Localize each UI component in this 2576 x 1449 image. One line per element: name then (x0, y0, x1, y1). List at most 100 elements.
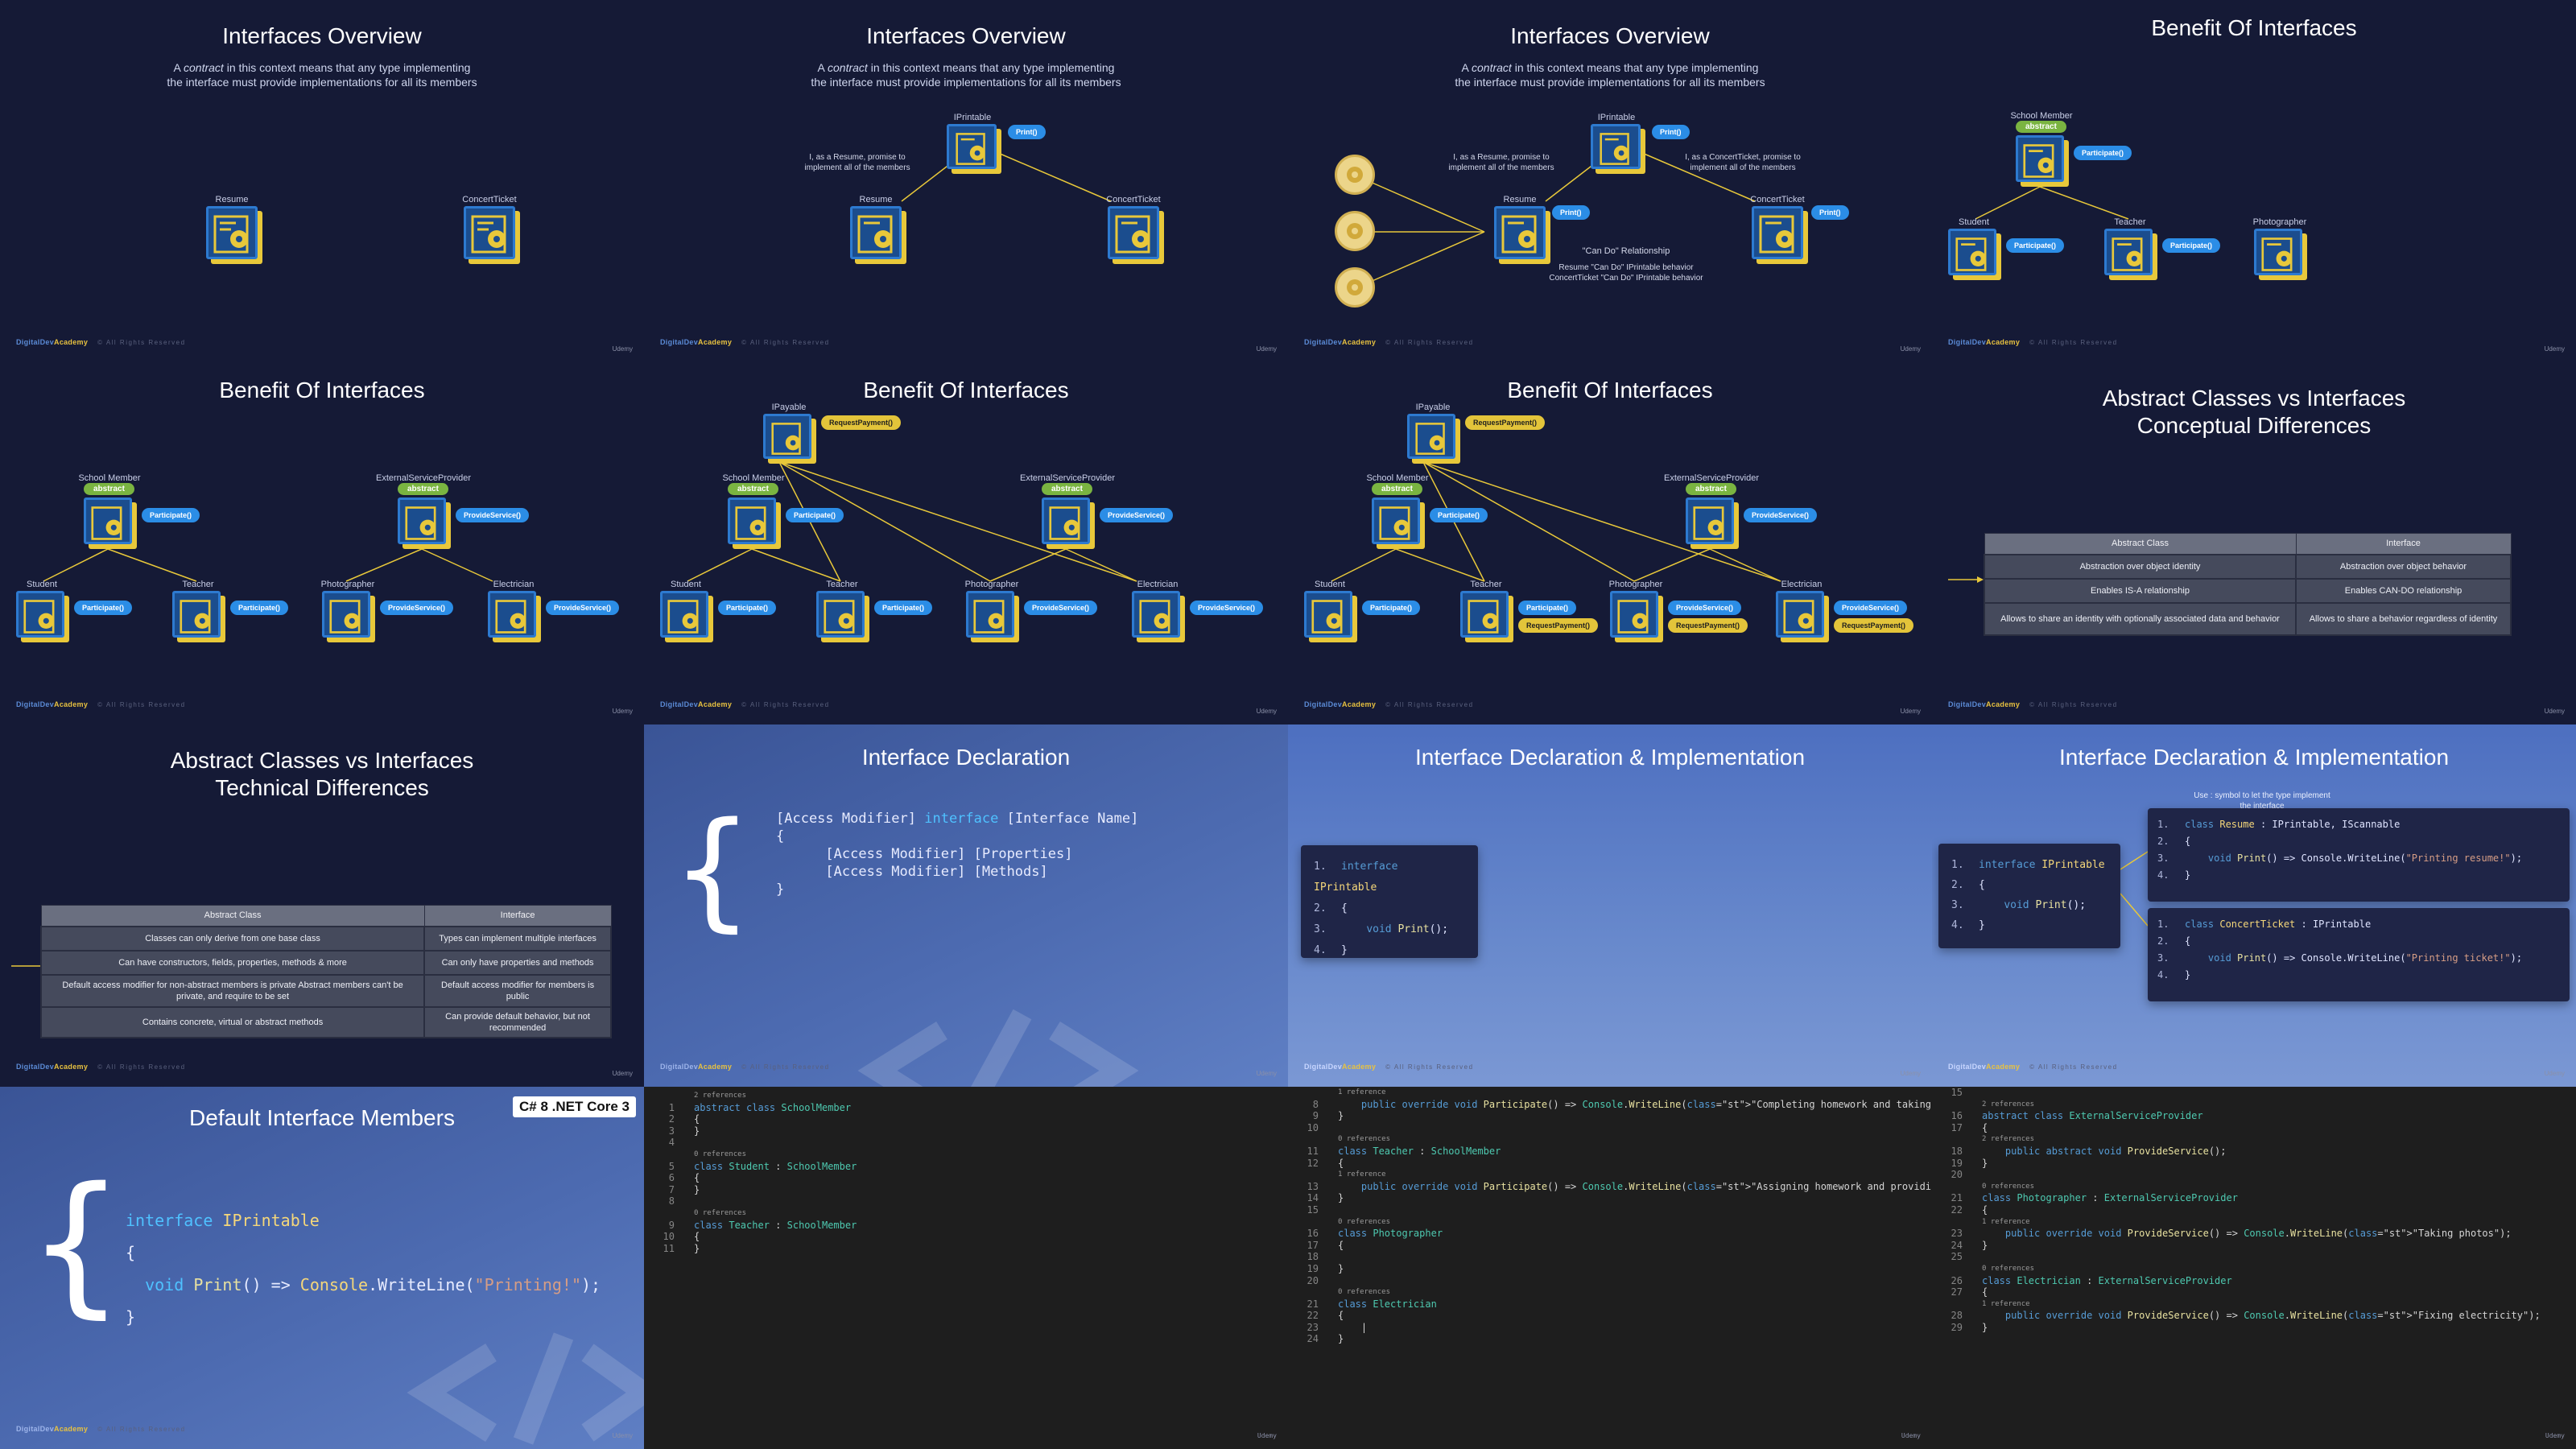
footer-brand: DigitalDevAcademy© All Rights Reserved (660, 700, 830, 708)
codelens-reference[interactable]: 0 references (644, 1208, 1288, 1220)
table-row: Classes can only derive from one base cl… (39, 925, 612, 952)
slide-interfaces-overview-3[interactable]: Interfaces Overview A contract in this c… (1288, 0, 1932, 362)
reference-count[interactable]: 0 references (694, 1150, 747, 1158)
code-line: 15 (1288, 1204, 1932, 1216)
node-resume: Resume (850, 195, 902, 259)
document-gear-icon (973, 600, 1005, 634)
udemy-logo: Udemy (2544, 708, 2565, 715)
document-gear-icon (824, 600, 855, 634)
reference-count[interactable]: 0 references (1338, 1135, 1391, 1144)
code-watermark-icon (857, 1009, 1139, 1087)
slide-title-line2: Conceptual Differences (2136, 413, 2372, 438)
reference-count[interactable]: 1 reference (1982, 1217, 2030, 1226)
node-iprintable: IPrintable (947, 113, 997, 169)
reference-count[interactable]: 1 reference (1982, 1299, 2030, 1308)
line-number: 27 (1951, 1286, 1963, 1298)
slide-benefit-of-interfaces-2[interactable]: Benefit Of Interfaces School Member abst… (0, 362, 644, 724)
udemy-logo: Udemy (1256, 708, 1277, 715)
declaration-line1: [Access Modifier] interface [Interface N… (776, 811, 1139, 827)
udemy-logo: Udemy (2544, 345, 2565, 353)
slide-title: Interfaces Overview (866, 23, 1066, 48)
udemy-logo: Udemy (1256, 1070, 1277, 1077)
node-teacher: Teacher (816, 580, 865, 638)
footer-brand: DigitalDevAcademy© All Rights Reserved (16, 1063, 186, 1071)
slide-interface-impl-2[interactable]: Interface Declaration & Implementation U… (1932, 724, 2576, 1087)
reference-count[interactable]: 2 references (1982, 1100, 2035, 1108)
code-line: 25 (1932, 1251, 2576, 1263)
codelens-reference[interactable]: 2 references (1932, 1133, 2576, 1146)
reference-count[interactable]: 0 references (1982, 1264, 2035, 1273)
method-pill-requestpayment-teacher: RequestPayment() (1518, 618, 1599, 633)
reference-count[interactable]: 2 references (1982, 1135, 2035, 1144)
code-text: { (1982, 1286, 1988, 1298)
node-student: Student (660, 580, 708, 638)
code-line: 17{ (1932, 1122, 2576, 1134)
codelens-reference[interactable]: 1 reference (1288, 1087, 1932, 1099)
codelens-reference[interactable]: 1 reference (1932, 1216, 2576, 1228)
codelens-reference[interactable]: 0 references (1932, 1263, 2576, 1275)
method-pill-participate-student: Participate() (718, 601, 777, 615)
document-gear-icon (23, 600, 55, 634)
code-line: 6{ (644, 1172, 1288, 1184)
code-line: 13 public override void Participate() =>… (1288, 1181, 1932, 1193)
line-number: 18 (1307, 1251, 1319, 1263)
slide-interface-declaration[interactable]: Interface Declaration { [Access Modifier… (644, 724, 1288, 1087)
slide-default-interface-members[interactable]: C# 8 .NET Core 3 Default Interface Membe… (0, 1087, 644, 1449)
codelens-reference[interactable]: 0 references (1288, 1286, 1932, 1298)
table-cell: Allows to share an identity with optiona… (1983, 601, 2297, 636)
node-schoolmember: School Member (722, 473, 785, 544)
codelens-reference[interactable]: 0 references (644, 1149, 1288, 1161)
footer-brand: DigitalDevAcademy© All Rights Reserved (16, 1425, 186, 1433)
code-text: public override void ProvideService() =>… (2004, 1228, 2512, 1240)
code-text: } (1982, 1239, 1988, 1251)
line-number: 10 (1307, 1121, 1319, 1133)
code-watermark-icon (407, 1332, 644, 1445)
slide-interfaces-overview-2[interactable]: Interfaces Overview A contract in this c… (644, 0, 1288, 362)
reference-count[interactable]: 0 references (1338, 1288, 1391, 1297)
codelens-reference[interactable]: 0 references (1288, 1216, 1932, 1228)
code-line: 20 (1932, 1169, 2576, 1181)
slide-benefit-of-interfaces-4[interactable]: Benefit Of Interfaces IPayable RequestPa… (1288, 362, 1932, 724)
line-number: 15 (1307, 1203, 1319, 1216)
codelens-reference[interactable]: 2 references (1932, 1099, 2576, 1111)
reference-count[interactable]: 0 references (1338, 1217, 1391, 1226)
codelens-reference[interactable]: 0 references (1288, 1133, 1932, 1146)
reference-count[interactable]: 1 reference (1338, 1088, 1386, 1096)
slide-technical-differences[interactable]: Abstract Classes vs Interfaces Technical… (0, 724, 644, 1087)
code-line: 22{ (1932, 1204, 2576, 1216)
slide-benefit-of-interfaces-3[interactable]: Benefit Of Interfaces IPayable RequestPa… (644, 362, 1288, 724)
slide-conceptual-differences[interactable]: Abstract Classes vs Interfaces Conceptua… (1932, 362, 2576, 724)
code-line: 23 | (1288, 1322, 1932, 1334)
reference-count[interactable]: 0 references (694, 1208, 747, 1217)
method-pill-participate: Participate() (2074, 146, 2132, 160)
code-text: class Teacher : SchoolMember (694, 1219, 857, 1231)
reference-count[interactable]: 1 reference (1338, 1170, 1386, 1179)
line-number: 24 (1307, 1333, 1319, 1345)
codelens-reference[interactable]: 1 reference (1288, 1169, 1932, 1181)
reference-count[interactable]: 2 references (694, 1092, 747, 1100)
slide-interfaces-overview-1[interactable]: Interfaces Overview A contract in this c… (0, 0, 644, 362)
slide-title: Interface Declaration & Implementation (1414, 745, 1806, 770)
code-text: { (1982, 1121, 1988, 1133)
document-gear-icon (2261, 237, 2293, 271)
code-text: public override void ProvideService() =>… (2004, 1310, 2541, 1322)
code-text: } (1982, 1321, 1988, 1333)
codelens-reference[interactable]: 2 references (644, 1090, 1288, 1102)
slide-interface-impl-1[interactable]: Interface Declaration & Implementation 1… (1288, 724, 1932, 1087)
codelens-reference[interactable]: 1 reference (1932, 1298, 2576, 1311)
table-row: Allows to share an identity with optiona… (1983, 601, 2512, 636)
codelens-reference[interactable]: 0 references (1932, 1181, 2576, 1193)
reference-count[interactable]: 0 references (1982, 1182, 2035, 1191)
slide-benefit-of-interfaces-1[interactable]: Benefit Of Interfaces School Member abst… (1932, 0, 2576, 362)
document-gear-icon (2112, 237, 2143, 271)
node-ipayable: IPayable (1407, 402, 1455, 459)
